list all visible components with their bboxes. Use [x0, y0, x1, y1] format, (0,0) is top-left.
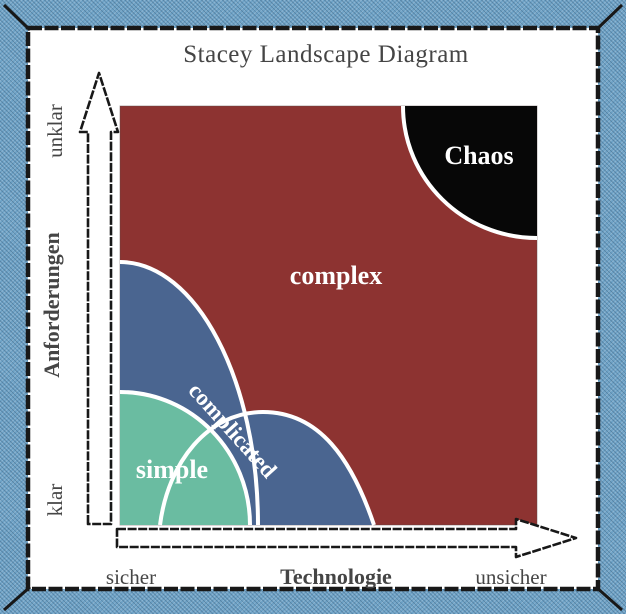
- y-axis-min-label: klar: [43, 484, 67, 517]
- y-axis-max-label: unklar: [43, 104, 67, 158]
- frame-miter-top-right: [594, 3, 624, 32]
- x-axis-min-label: sicher: [106, 565, 156, 589]
- region-chaos: [403, 106, 537, 238]
- frame-miter-bottom-left: [3, 585, 31, 612]
- region-border-complicated-lobe: [119, 260, 260, 526]
- page-title: Stacey Landscape Diagram: [183, 41, 469, 68]
- y-axis-arrow: [78, 71, 120, 526]
- label-complex: complex: [290, 261, 382, 290]
- x-axis-arrow: [115, 517, 578, 559]
- label-simple: simple: [136, 455, 208, 484]
- region-border-simple: [119, 390, 252, 526]
- frame-miter-top-left: [2, 3, 32, 32]
- region-border-complicated-dome: [158, 409, 376, 526]
- x-axis-title: Technologie: [280, 564, 392, 589]
- y-axis-title: Anforderungen: [39, 232, 64, 377]
- frame-miter-bottom-right: [595, 585, 623, 612]
- label-chaos: Chaos: [444, 141, 513, 170]
- region-border-chaos: [401, 105, 538, 240]
- x-axis-max-label: unsicher: [475, 565, 546, 589]
